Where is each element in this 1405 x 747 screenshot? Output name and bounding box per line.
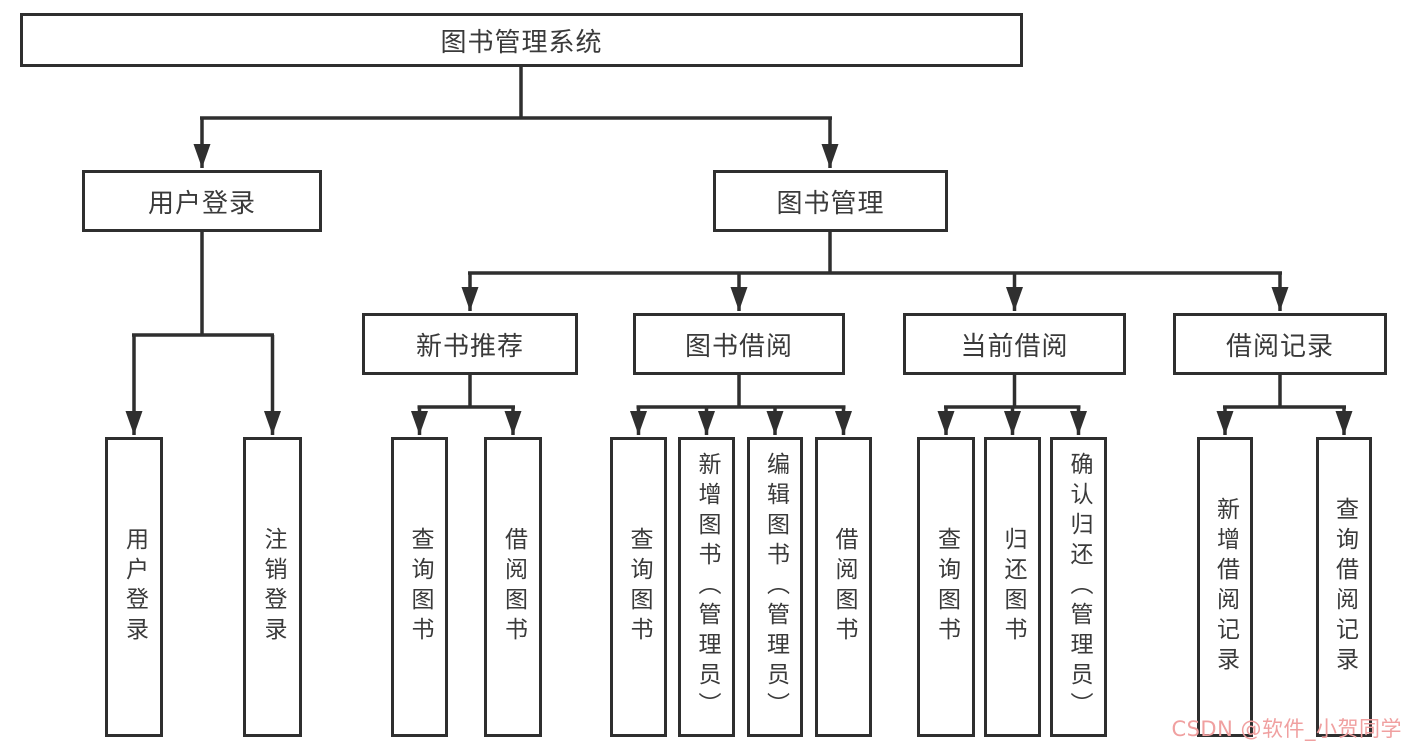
node-current-borrow: 当前借阅 <box>903 313 1126 375</box>
leaf-user-login: 用户登录 <box>105 437 163 737</box>
leaf-borrow-books: 借阅图书 <box>484 437 542 737</box>
leaf-query-borrow-record: 查询借阅记录 <box>1316 437 1372 737</box>
csdn-watermark: CSDN @软件_小贺同学 <box>1171 717 1402 741</box>
leaf-query-books-3: 查询图书 <box>917 437 975 737</box>
leaf-logout: 注销登录 <box>243 437 302 737</box>
node-user-login: 用户登录 <box>82 170 322 232</box>
node-borrow-records: 借阅记录 <box>1173 313 1387 375</box>
leaf-query-books-2: 查询图书 <box>610 437 667 737</box>
node-new-book-recommend: 新书推荐 <box>362 313 578 375</box>
leaf-borrow-books-2: 借阅图书 <box>815 437 872 737</box>
leaf-return-books: 归还图书 <box>984 437 1041 737</box>
leaf-edit-books-admin: 编辑图书（管理员） <box>747 437 803 737</box>
node-book-borrow: 图书借阅 <box>633 313 845 375</box>
node-root-library-system: 图书管理系统 <box>20 13 1023 67</box>
leaf-confirm-return-admin: 确认归还（管理员） <box>1050 437 1107 737</box>
leaf-query-books: 查询图书 <box>391 437 448 737</box>
leaf-add-borrow-record: 新增借阅记录 <box>1197 437 1253 737</box>
leaf-add-books-admin: 新增图书（管理员） <box>678 437 735 737</box>
node-book-management: 图书管理 <box>713 170 948 232</box>
